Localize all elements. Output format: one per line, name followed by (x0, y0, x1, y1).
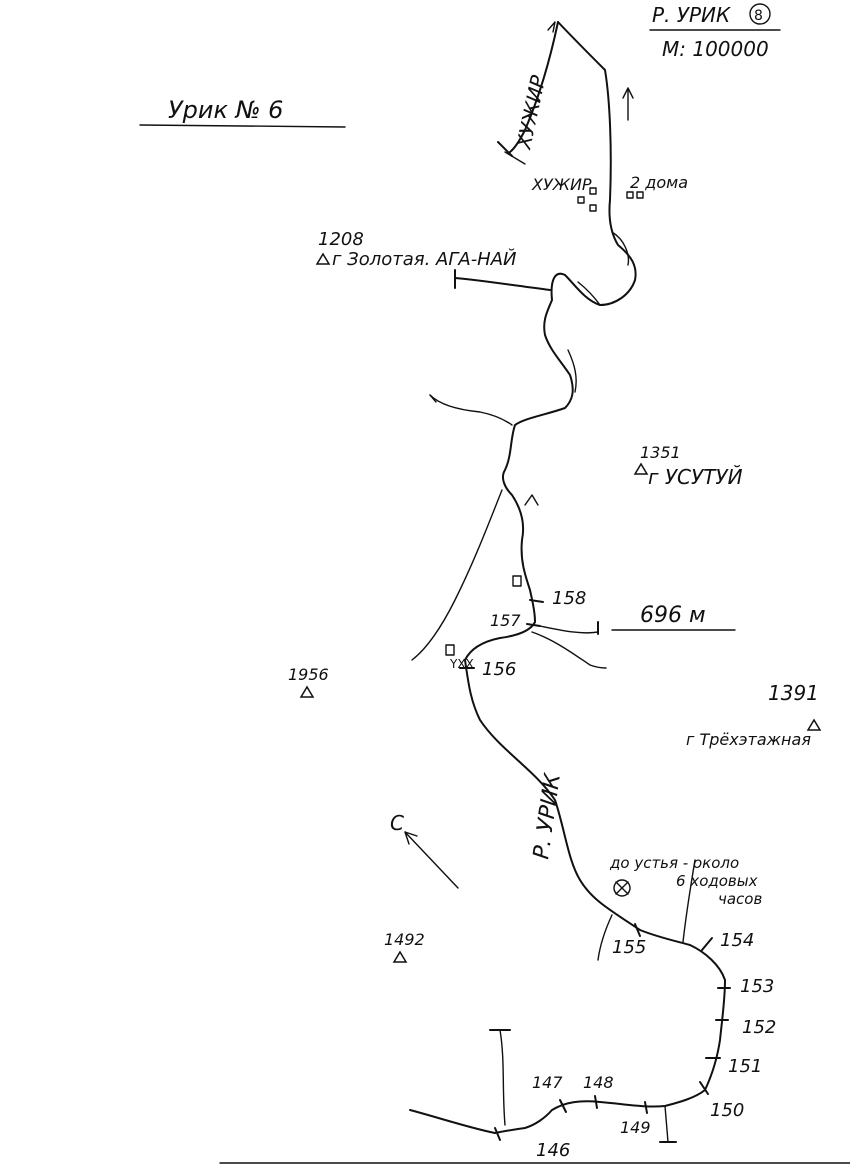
house-icon (577, 196, 585, 204)
title-underline (139, 124, 346, 128)
khuzhir-arrow-icon (547, 21, 556, 33)
river-title: Р. УРИК (652, 3, 731, 27)
hut-icon (445, 644, 455, 656)
peak-triangle-icon (633, 462, 649, 475)
north-arrow-shaft (404, 831, 459, 889)
peak-name: г Трёхэтажная (686, 730, 811, 749)
km149-branch (664, 1105, 669, 1143)
target-icon (613, 879, 631, 897)
upstream-arrow-icon (524, 494, 539, 506)
house-icon (626, 191, 634, 199)
flow-arrow-icon (622, 87, 634, 121)
km-label: 146 (536, 1140, 570, 1161)
km-label: 147 (532, 1073, 563, 1092)
sheet-number: 8 (754, 8, 763, 24)
km-tick (529, 599, 544, 603)
km-label: 148 (583, 1073, 614, 1092)
distance-note: 696 м (640, 603, 706, 628)
page-title: Урик № 6 (168, 96, 283, 124)
khuzhir-end-tick (497, 141, 513, 157)
khuzhir-end-branch (504, 151, 526, 165)
khuzhir-river (509, 21, 559, 153)
km-tick (594, 1095, 598, 1109)
main-river-urik (464, 21, 726, 1134)
km-label: 152 (742, 1017, 776, 1038)
settlement-houses-note: 2 дома (630, 173, 688, 192)
km-tick (701, 937, 713, 951)
mouth-note: до устья - около (609, 854, 739, 872)
peak-height: 1391 (768, 681, 819, 705)
km-label: 156 (482, 659, 516, 680)
river-braid-middle (567, 349, 577, 393)
hut-icon (512, 575, 522, 587)
peak-triangle-icon (392, 950, 408, 963)
bottom-tributary (499, 1029, 506, 1126)
peak-height: 1492 (384, 930, 425, 949)
peak-triangle-icon (315, 252, 331, 265)
river-braid-upper (611, 231, 630, 266)
river-braid-lower (577, 281, 601, 306)
km-tick (559, 1099, 567, 1113)
peak-triangle-icon (806, 718, 822, 731)
km-label: 150 (710, 1100, 744, 1121)
peak-height: 1208 (318, 229, 364, 250)
khuzhir-tributary-label: ХУЖИР (511, 72, 550, 152)
right-branch-158 (534, 624, 599, 634)
hours-note-2: часов (718, 890, 762, 908)
peak-name: г УСУТУЙ (648, 465, 743, 489)
km-label: 158 (552, 588, 586, 609)
km-label: 149 (620, 1118, 651, 1137)
km-tick (526, 623, 541, 627)
km-tick (699, 1081, 709, 1095)
peak-height: 1351 (640, 443, 681, 462)
lower-river-end (409, 1109, 496, 1134)
map-scale: М: 100000 (662, 37, 769, 61)
km-label: 151 (728, 1056, 762, 1077)
settlement-name: ХУЖИР (531, 175, 592, 194)
km-tick (494, 1127, 501, 1141)
km-label: 157 (490, 611, 521, 630)
km-tick (634, 923, 641, 937)
hours-note: 6 ходовых (676, 872, 758, 890)
peak-triangle-icon (299, 685, 315, 698)
house-icon (589, 187, 597, 195)
north-arrow-icon (404, 831, 418, 845)
long-left-tributary (411, 489, 503, 661)
lower-right-tributary (682, 859, 696, 943)
km-label: 153 (740, 976, 774, 997)
house-icon (636, 191, 644, 199)
km-label: 155 (612, 937, 646, 958)
target-cross-icon (615, 881, 629, 895)
sheet-number-circle (749, 3, 771, 25)
lower-left-tributary (597, 914, 613, 961)
north-label: С (390, 811, 404, 835)
upper-left-tributary (429, 394, 513, 426)
house-icon (589, 204, 597, 212)
zolotaya-tributary (454, 277, 551, 291)
peak-height: 1956 (288, 665, 329, 684)
km-label: 154 (720, 930, 754, 951)
km-tick (644, 1101, 648, 1114)
right-branch-lower (531, 631, 607, 669)
upper-left-tributary-end (429, 394, 437, 403)
peak-name: г Золотая. АГА-НАЙ (332, 248, 517, 270)
